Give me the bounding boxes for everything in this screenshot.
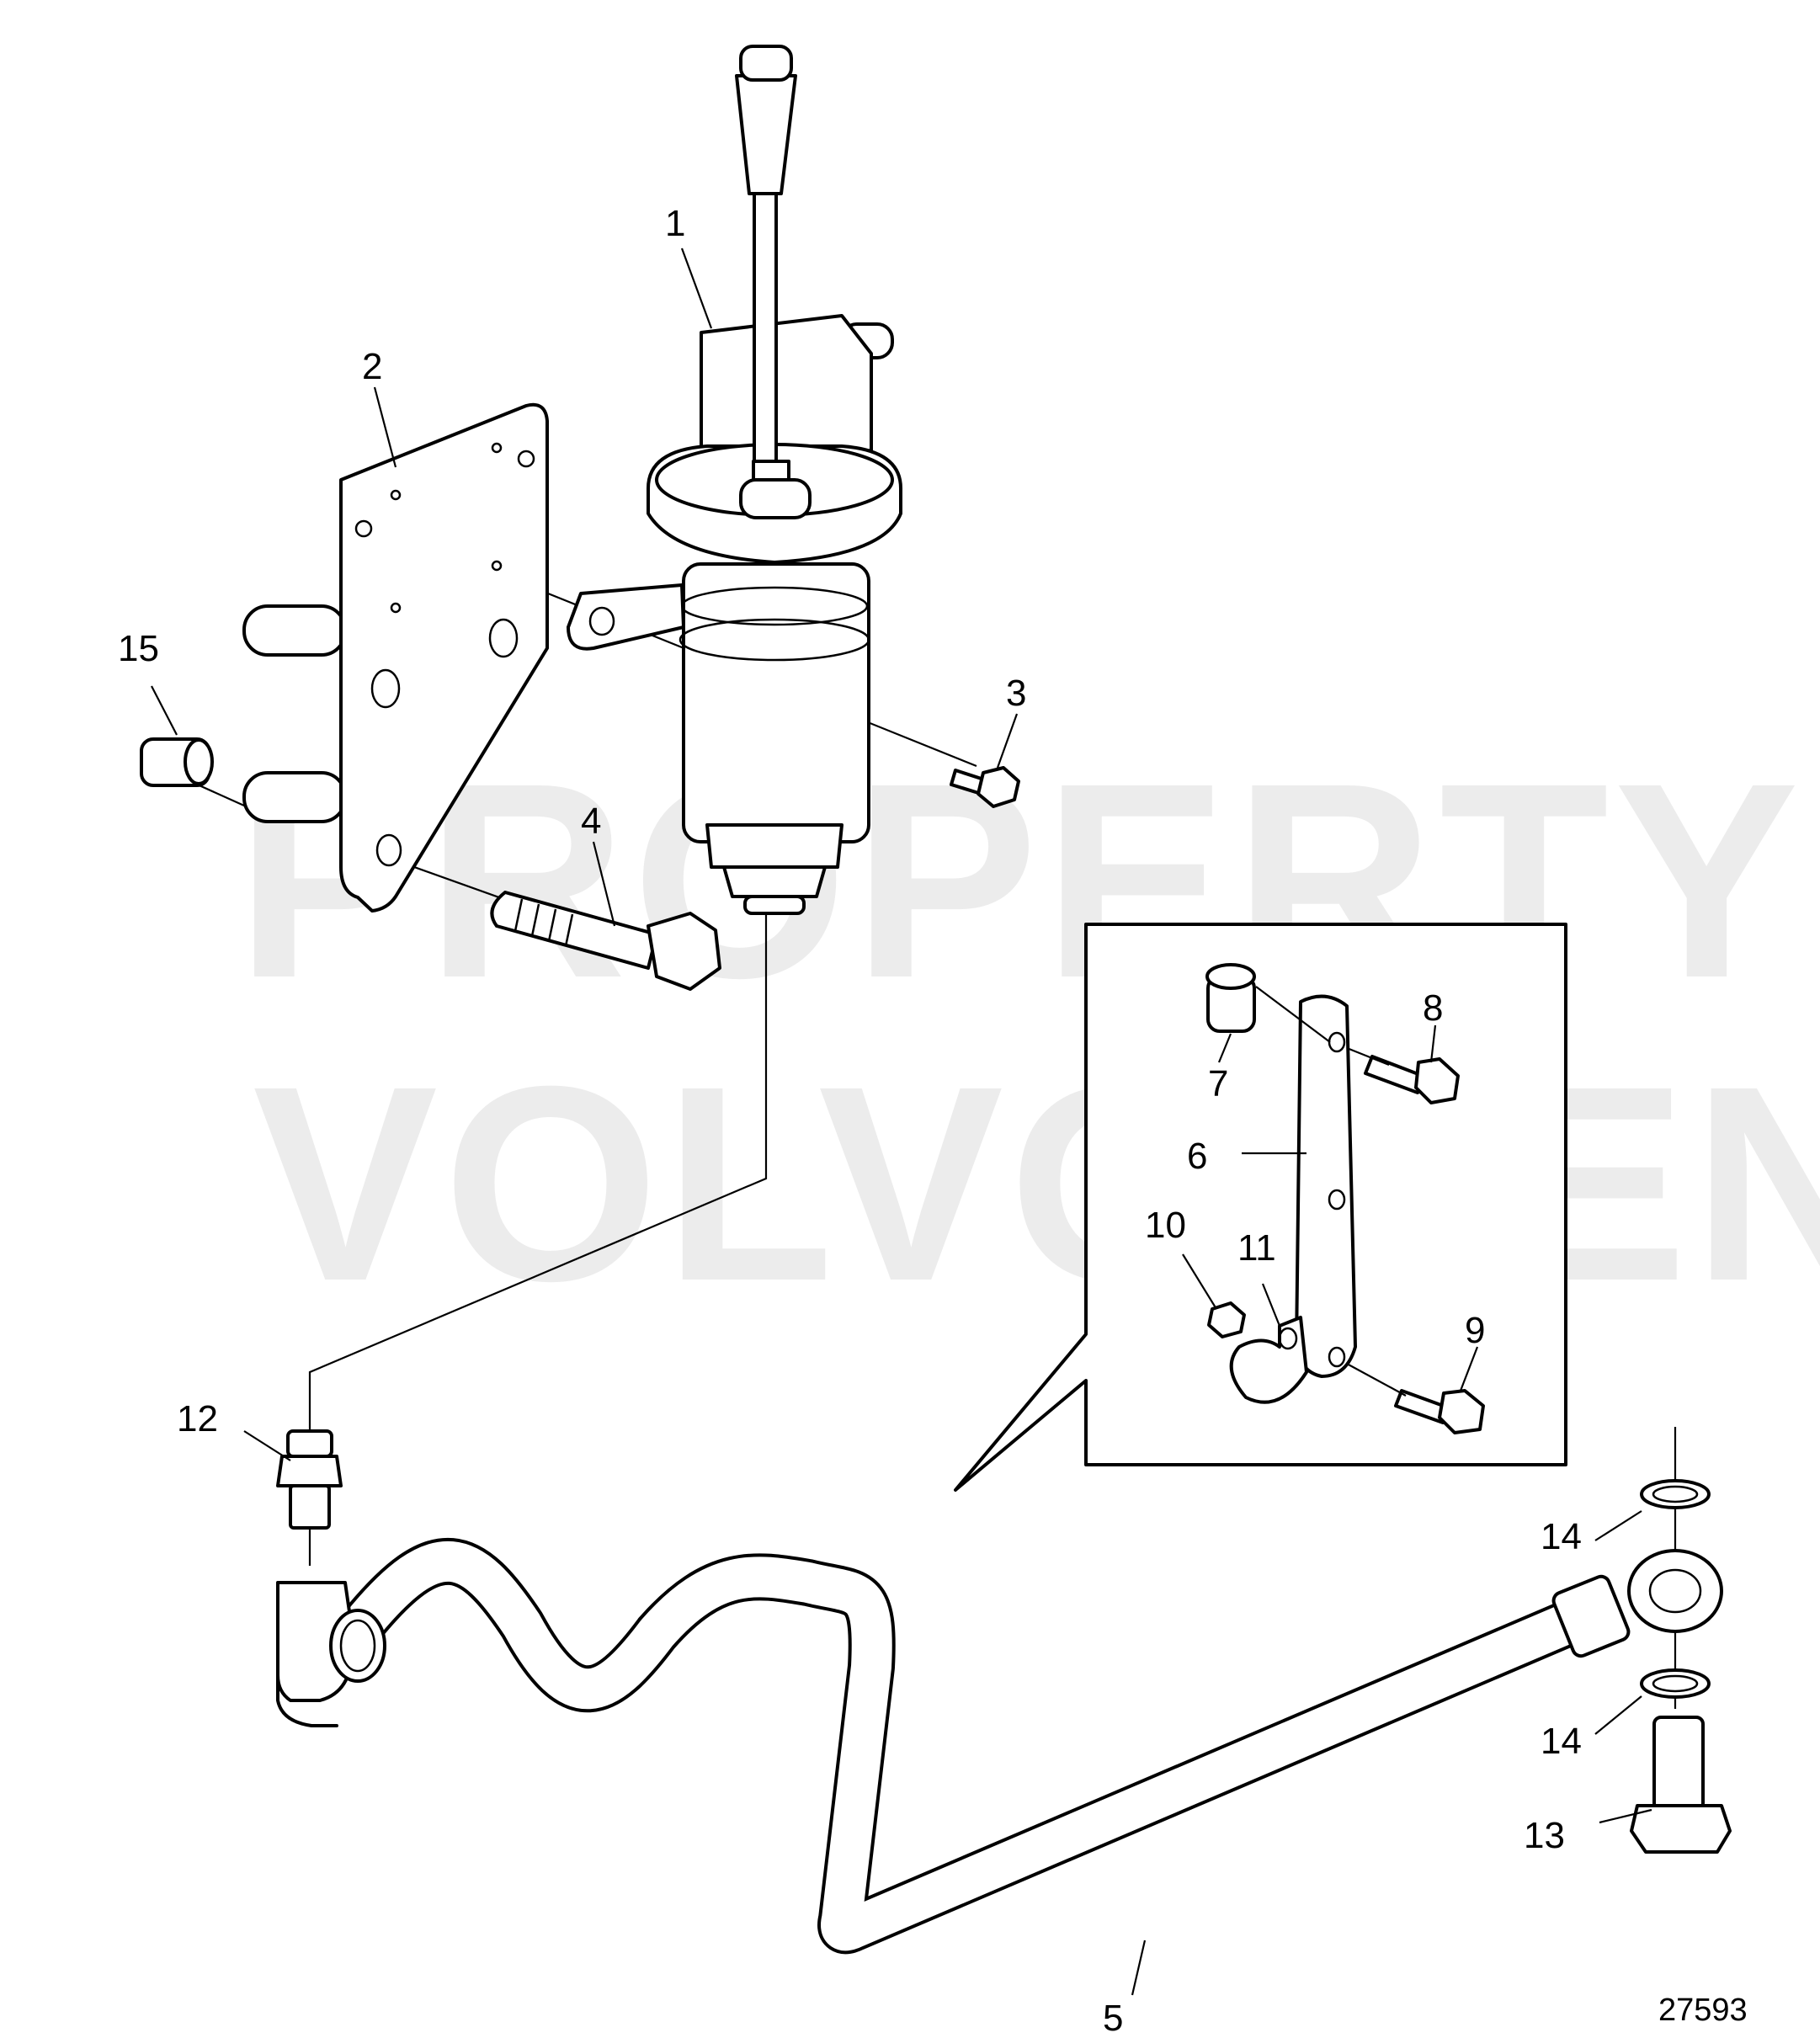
callout-5: 5 xyxy=(1103,1998,1123,2038)
callout-6: 6 xyxy=(1187,1136,1207,1177)
fuel-hose xyxy=(276,1538,1723,1955)
callout-labels: 1 2 3 4 5 6 7 8 9 10 11 12 13 14 14 15 xyxy=(118,203,1582,2038)
detail-inset xyxy=(954,923,1567,1492)
callout-4: 4 xyxy=(581,801,601,842)
callout-10: 10 xyxy=(1145,1205,1186,1246)
small-screw xyxy=(950,766,1020,808)
adapter-nipple xyxy=(276,1429,343,1530)
callout-9: 9 xyxy=(1465,1310,1485,1351)
mounting-bracket xyxy=(242,402,549,913)
banjo-bolt xyxy=(1630,1716,1732,1854)
hand-pump xyxy=(567,45,902,915)
callout-3: 3 xyxy=(1006,673,1026,714)
callout-7: 7 xyxy=(1208,1063,1228,1104)
callout-13: 13 xyxy=(1524,1815,1565,1856)
leader-lines xyxy=(151,247,1652,1996)
callout-1: 1 xyxy=(665,203,685,244)
long-bolt xyxy=(490,891,721,991)
callout-2: 2 xyxy=(362,346,382,387)
callout-12: 12 xyxy=(177,1398,218,1439)
sealing-washers xyxy=(1640,1479,1711,1699)
spacer-sleeve xyxy=(140,737,214,787)
drawing-number: 27593 xyxy=(1658,1993,1748,2028)
callout-11: 11 xyxy=(1237,1227,1276,1269)
callout-14-upper: 14 xyxy=(1541,1516,1582,1557)
callout-14-lower: 14 xyxy=(1541,1721,1582,1762)
callout-15: 15 xyxy=(118,628,159,669)
watermark: PROPERTY OF VOLVO PENTA xyxy=(236,725,1820,1338)
watermark-line-2: VOLVO PENTA xyxy=(253,1028,1820,1338)
callout-8: 8 xyxy=(1423,987,1443,1029)
